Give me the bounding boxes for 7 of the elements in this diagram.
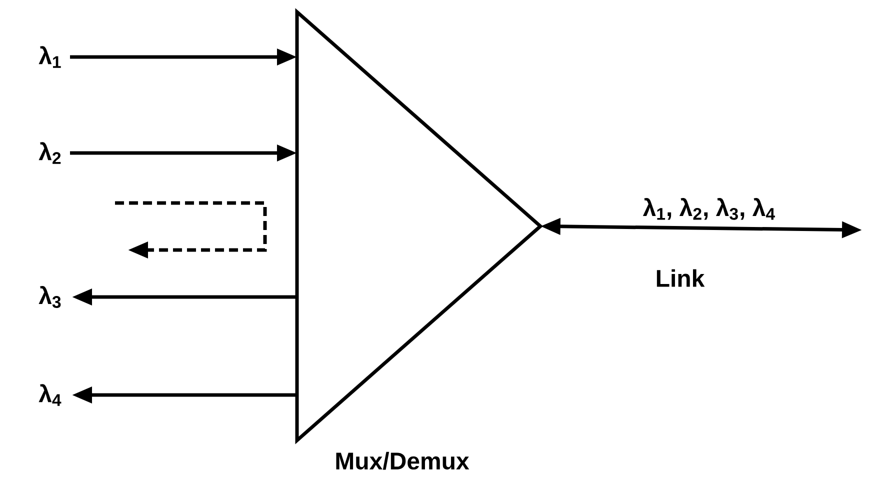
wavelength-label: λ$_{3}$: [38, 286, 61, 308]
edge-label: λ$_{1}$, λ$_{2}$, λ$_{3}$, λ$_{4}$: [640, 196, 778, 222]
wavelength-label: λ$_{2}$: [38, 142, 61, 164]
link-label: Link: [656, 269, 705, 287]
triangle-label: Mux/Demux: [336, 452, 470, 470]
wavelength-label: λ$_{4}$: [38, 384, 62, 406]
wavelength-label: λ$_{1}$: [38, 46, 61, 68]
